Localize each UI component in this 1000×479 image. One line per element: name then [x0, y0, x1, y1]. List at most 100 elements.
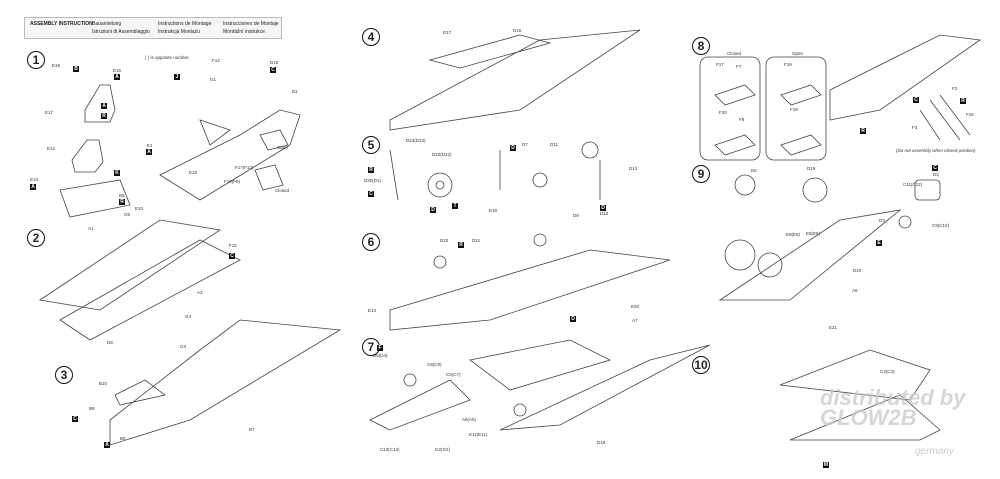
note-closed-8: Closed — [727, 51, 742, 56]
part-label: E1 — [147, 143, 153, 148]
header-fr: Instructions de Montage — [158, 21, 212, 27]
color-code-badge: M — [823, 462, 829, 468]
part-label: D9 — [573, 213, 579, 218]
header-box: ASSEMBLY INSTRUCTION Bauanleitung Istruz… — [24, 17, 282, 39]
part-label: F10(F9) — [224, 179, 241, 184]
part-label: A8 — [852, 288, 858, 293]
seat-drawing — [59, 84, 131, 218]
part-label: C8(C9) — [427, 362, 442, 367]
closed-panel-box — [699, 56, 761, 161]
note-opposite: ( ) is opposite number. — [145, 55, 190, 60]
step-1: 1 — [27, 51, 45, 69]
watermark-line1: distributed by — [820, 385, 966, 410]
part-label: D12 — [629, 166, 638, 171]
part-label: C13(C14) — [380, 447, 400, 452]
cockpit-drawing — [159, 109, 301, 201]
part-label: F20 — [719, 110, 727, 115]
part-label: D8 — [107, 340, 113, 345]
part-label: F16 — [966, 112, 974, 117]
part-label: F15 — [229, 243, 237, 248]
watermark-line2: germany — [915, 446, 954, 457]
fuselage-2-drawing — [38, 219, 241, 341]
part-label: D6 — [751, 168, 757, 173]
part-label: E14 — [368, 308, 377, 313]
part-label: E13 — [30, 177, 39, 182]
part-label: D17 — [443, 30, 452, 35]
color-code-badge: F — [377, 345, 383, 351]
fuselage-8-drawing — [829, 34, 982, 121]
header-it: Istruzioni di Assemblaggio — [92, 29, 150, 35]
wheel-drawing — [427, 172, 453, 198]
part-label: D15 — [270, 60, 279, 65]
color-code-badge: C — [72, 416, 78, 422]
part-label: D20(D1) — [364, 178, 382, 183]
header-de: Bauanleitung — [92, 21, 122, 27]
step-6: 6 — [362, 233, 380, 251]
color-code-badge: B — [73, 66, 79, 72]
part-label: F18 — [790, 107, 798, 112]
part-label: E8(E9) — [786, 232, 801, 237]
fuselage-7-drawing — [369, 339, 711, 431]
part-label: A1 — [88, 226, 94, 231]
color-code-badge: K — [114, 170, 120, 176]
step-5: 5 — [362, 136, 380, 154]
part-label: D18 — [597, 440, 606, 445]
part-label: G3 — [180, 344, 187, 349]
color-code-badge: A — [104, 442, 110, 448]
part-label: B9 — [89, 406, 95, 411]
part-label: A7 — [632, 318, 638, 323]
part-label: D10 — [853, 268, 862, 273]
part-label: F14 — [212, 58, 220, 63]
part-label: G4 — [185, 314, 192, 319]
note-closed-1: Closed — [275, 188, 290, 193]
part-label: C9(C10) — [932, 223, 950, 228]
part-label: B10 — [99, 381, 108, 386]
part-label: G5 — [124, 212, 131, 217]
step-9: 9 — [692, 165, 710, 183]
part-label: B8 — [120, 436, 126, 441]
part-label: E20 — [631, 304, 640, 309]
step-10: 10 — [692, 356, 710, 374]
color-code-badge: R — [860, 128, 866, 134]
fuselage-4-drawing — [389, 29, 641, 131]
color-code-badge: A — [146, 149, 152, 155]
step-8: 8 — [692, 37, 710, 55]
part-label: D19 — [807, 166, 816, 171]
part-label: E11(E11) — [469, 432, 488, 437]
part-label: D5(D4) — [373, 353, 388, 358]
color-code-badge: C — [368, 191, 374, 197]
part-label: F17(F12) — [235, 165, 254, 170]
color-code-badge: D — [600, 205, 606, 211]
note-open-1: Open — [277, 145, 289, 150]
part-label: E12 — [47, 146, 56, 151]
wing-drawing — [779, 349, 941, 441]
color-code-badge: T — [452, 203, 458, 209]
canopy-panels — [254, 129, 289, 191]
note-do-not-assemble: (Do not assembly when closed position) — [896, 148, 976, 153]
part-label: E21 — [829, 325, 838, 330]
step-2: 2 — [27, 229, 45, 247]
part-label: D16 — [513, 28, 522, 33]
header-title: ASSEMBLY INSTRUCTION — [30, 21, 93, 27]
color-code-badge: R — [368, 167, 374, 173]
part-label: A6(A5) — [462, 417, 477, 422]
part-label: E19 — [52, 63, 61, 68]
part-label: A2 — [197, 290, 203, 295]
step-4: 4 — [362, 28, 380, 46]
part-label: D20 — [440, 238, 449, 243]
color-code-badge: D — [430, 207, 436, 213]
part-label: G2(G2) — [435, 447, 451, 452]
part-label: F2 — [952, 86, 958, 91]
header-pl: Instrukcja Montażu — [158, 29, 200, 35]
fuselage-6-drawing — [389, 249, 671, 331]
part-label: D23(D23) — [406, 138, 426, 143]
color-code-badge: R — [960, 98, 966, 104]
color-code-badge: R — [458, 242, 464, 248]
color-code-badge: A — [114, 74, 120, 80]
part-label: C3(C4) — [880, 369, 895, 374]
color-code-badge: D — [570, 316, 576, 322]
part-label: B5 — [119, 193, 125, 198]
part-label: C11(C12) — [903, 182, 923, 187]
part-label: F3 — [912, 125, 918, 130]
color-code-badge: C — [229, 253, 235, 259]
